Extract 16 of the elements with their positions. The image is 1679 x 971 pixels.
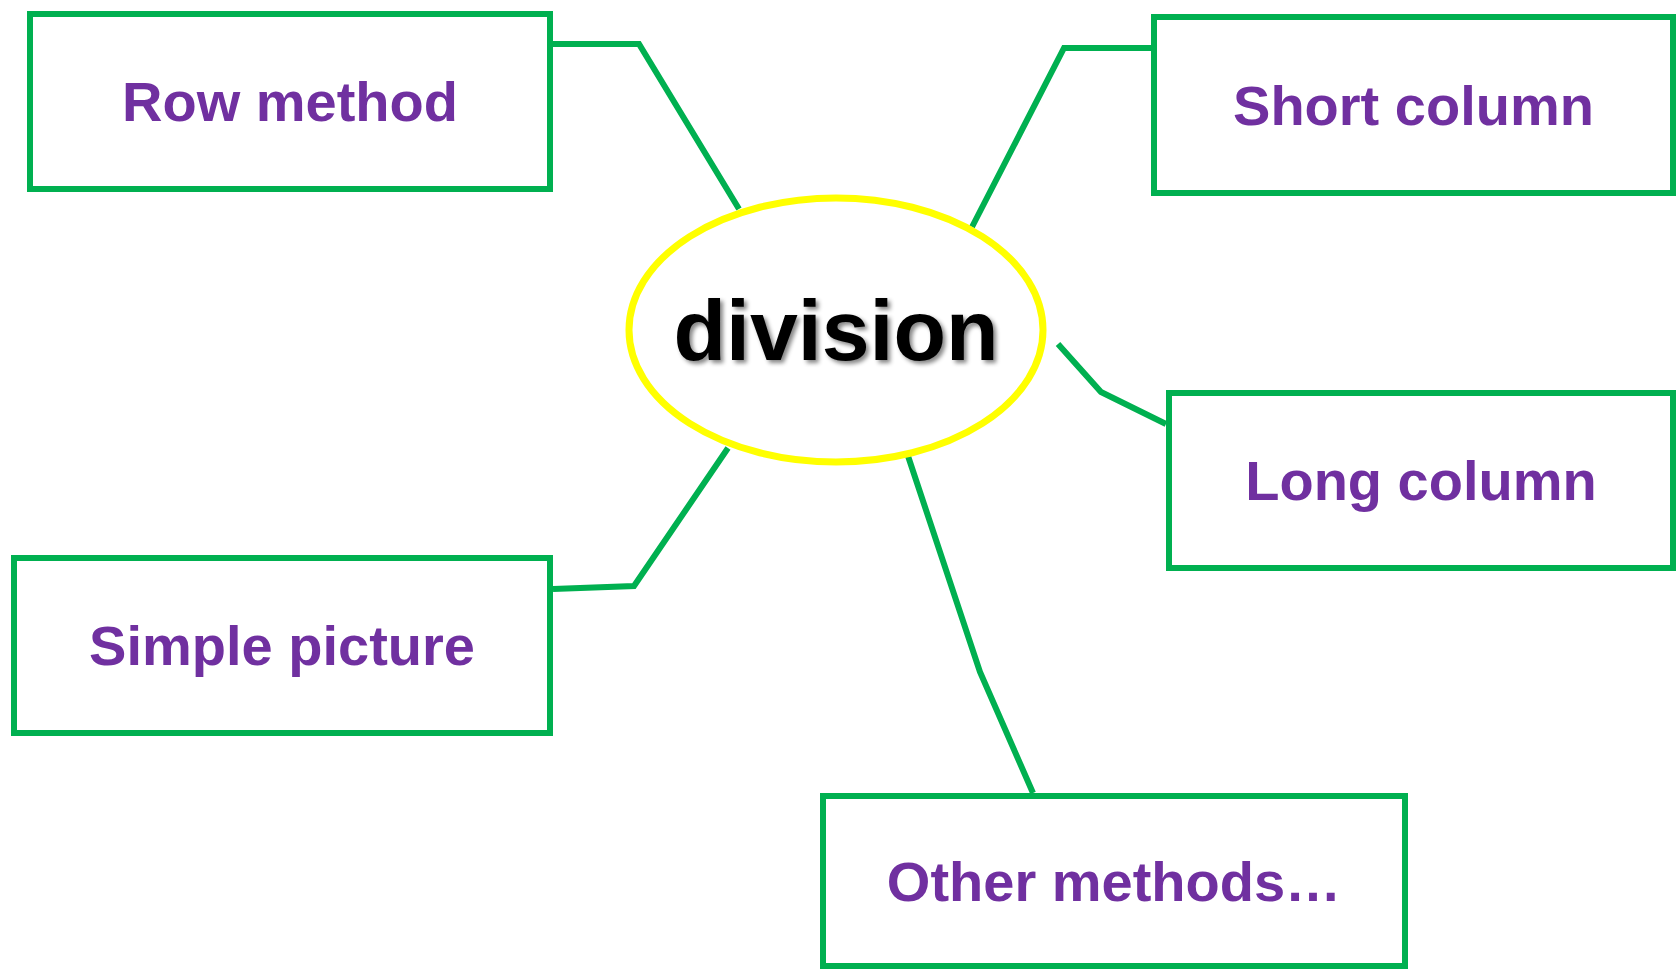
topic-label: division	[673, 280, 999, 380]
method-label: Other methods…	[886, 848, 1342, 914]
connector-line	[969, 45, 1151, 229]
topic-ellipse	[625, 194, 1047, 466]
connector-line	[553, 41, 742, 211]
method-box	[820, 793, 1408, 969]
method-label: Row method	[122, 69, 458, 134]
method-label: Short column	[1233, 72, 1594, 138]
method-box	[11, 555, 553, 736]
method-label: Simple picture	[89, 613, 475, 678]
method-box	[1166, 390, 1676, 571]
method-box	[27, 11, 553, 192]
connector-line	[552, 446, 731, 592]
method-label: Long column	[1245, 448, 1597, 513]
connector-line	[1055, 342, 1168, 427]
method-box	[1151, 14, 1676, 196]
